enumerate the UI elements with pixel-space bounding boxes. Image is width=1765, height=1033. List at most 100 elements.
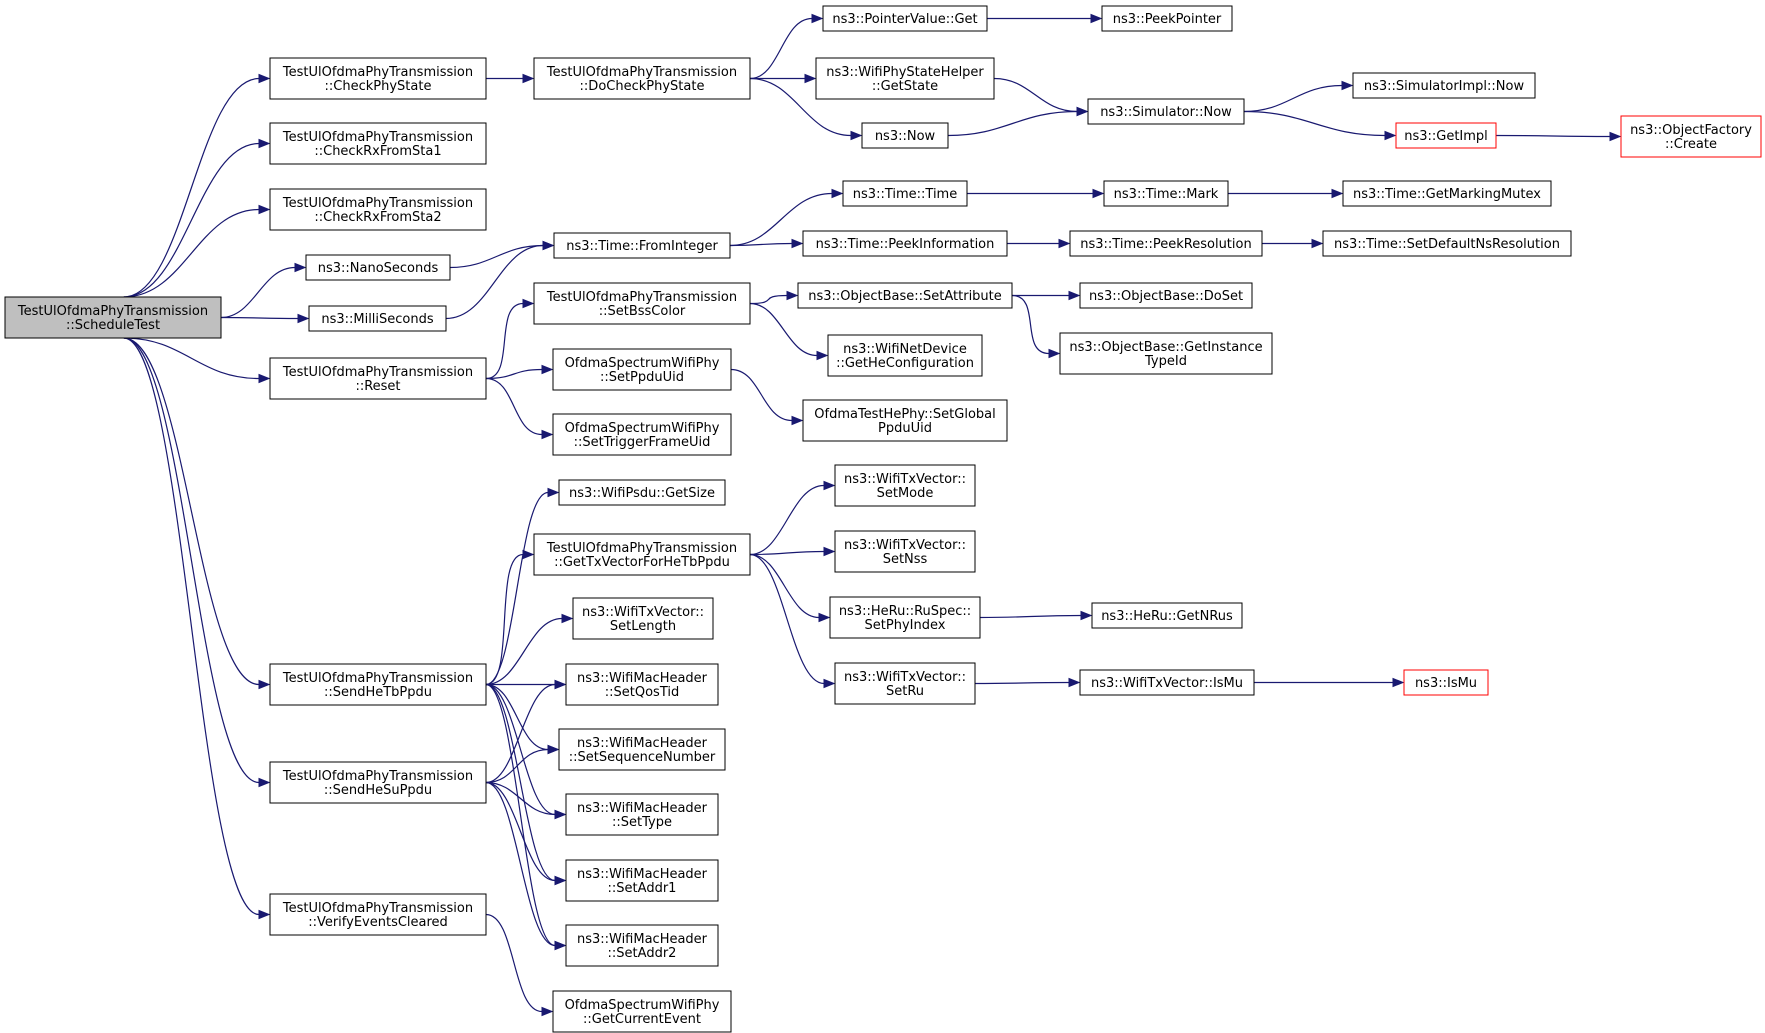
- node-box: [1101, 5, 1233, 32]
- node-box: [565, 859, 719, 902]
- node-peek-information[interactable]: ns3::Time::PeekInformation: [802, 230, 1008, 257]
- node-box: [802, 399, 1008, 442]
- node-check-rx2[interactable]: TestUlOfdmaPhyTransmission::CheckRxFromS…: [269, 188, 487, 231]
- node-label-line: TestUlOfdmaPhyTransmission: [17, 304, 208, 319]
- edge-send-he-su-to-set-type: [485, 781, 567, 820]
- node-sim-impl-now[interactable]: ns3::SimulatorImpl::Now: [1352, 72, 1536, 99]
- node-label-line: ::SetTriggerFrameUid: [574, 435, 711, 450]
- node-verify-events[interactable]: TestUlOfdmaPhyTransmission::VerifyEvents…: [269, 893, 487, 936]
- node-set-phy-index[interactable]: ns3::HeRu::RuSpec::SetPhyIndex: [829, 596, 981, 639]
- node-object-factory-create[interactable]: ns3::ObjectFactory::Create: [1620, 115, 1762, 158]
- node-do-check-phy-state[interactable]: TestUlOfdmaPhyTransmission::DoCheckPhySt…: [533, 57, 751, 100]
- node-label-line: OfdmaSpectrumWifiPhy: [565, 356, 720, 371]
- node-set-addr1[interactable]: ns3::WifiMacHeader::SetAddr1: [565, 859, 719, 902]
- node-box: [305, 254, 451, 281]
- node-simulator-now[interactable]: ns3::Simulator::Now: [1087, 98, 1245, 125]
- node-pointer-value-get[interactable]: ns3::PointerValue::Get: [822, 5, 988, 32]
- node-do-set[interactable]: ns3::ObjectBase::DoSet: [1079, 282, 1253, 309]
- node-label-line: ns3::ObjectBase::DoSet: [1089, 289, 1243, 304]
- node-box: [565, 663, 719, 706]
- node-box: [822, 5, 988, 32]
- node-label-line: TestUlOfdmaPhyTransmission: [282, 130, 473, 145]
- node-box: [269, 122, 487, 165]
- node-get-he-config[interactable]: ns3::WifiNetDevice::GetHeConfiguration: [827, 334, 983, 377]
- node-set-default-ns-res[interactable]: ns3::Time::SetDefaultNsResolution: [1322, 230, 1572, 257]
- node-label-line: ns3::WifiPhyStateHelper: [826, 65, 984, 80]
- node-box: [827, 334, 983, 377]
- node-set-type[interactable]: ns3::WifiMacHeader::SetType: [565, 793, 719, 836]
- node-label-line: ::Create: [1665, 137, 1717, 152]
- node-get-tx-vector[interactable]: TestUlOfdmaPhyTransmission::GetTxVectorF…: [533, 533, 751, 576]
- node-send-he-su[interactable]: TestUlOfdmaPhyTransmission::SendHeSuPpdu: [269, 761, 487, 804]
- node-set-addr2[interactable]: ns3::WifiMacHeader::SetAddr2: [565, 924, 719, 967]
- node-time-time[interactable]: ns3::Time::Time: [842, 180, 968, 207]
- node-label-line: ns3::HeRu::RuSpec::: [839, 604, 971, 619]
- node-milli-seconds[interactable]: ns3::MilliSeconds: [308, 305, 447, 332]
- node-from-integer[interactable]: ns3::Time::FromInteger: [553, 232, 731, 259]
- arrowhead: [554, 940, 567, 951]
- node-set-nss[interactable]: ns3::WifiTxVector::SetNss: [834, 530, 976, 573]
- node-label-line: ::SetBssColor: [599, 304, 686, 319]
- node-box: [558, 479, 726, 506]
- edge-send-he-su-to-set-addr1: [485, 781, 567, 886]
- edge-line: [749, 302, 818, 357]
- node-is-mu-method[interactable]: ns3::WifiTxVector::IsMu: [1079, 669, 1255, 696]
- node-set-seq-num[interactable]: ns3::WifiMacHeader::SetSequenceNumber: [558, 728, 726, 771]
- arrowhead: [1331, 188, 1344, 199]
- edge-milli-seconds-to-from-integer: [445, 240, 555, 320]
- arrowhead: [554, 809, 567, 820]
- node-set-ru[interactable]: ns3::WifiTxVector::SetRu: [834, 662, 976, 705]
- node-check-rx1[interactable]: TestUlOfdmaPhyTransmission::CheckRxFromS…: [269, 122, 487, 165]
- edge-line: [123, 208, 260, 298]
- arrowhead: [850, 130, 863, 141]
- node-set-bss-color[interactable]: TestUlOfdmaPhyTransmission::SetBssColor: [533, 282, 751, 325]
- edge-line: [123, 337, 260, 916]
- node-peek-pointer[interactable]: ns3::PeekPointer: [1101, 5, 1233, 32]
- edge-get-tx-vector-to-set-ru: [749, 553, 836, 689]
- node-label-line: ::VerifyEventsCleared: [308, 915, 448, 930]
- edge-peek-information-to-peek-resolution: [1006, 238, 1071, 249]
- node-get-impl[interactable]: ns3::GetImpl: [1395, 122, 1497, 149]
- node-get-current-event[interactable]: OfdmaSpectrumWifiPhy::GetCurrentEvent: [552, 990, 732, 1033]
- node-label-line: ns3::Time::Mark: [1114, 187, 1219, 202]
- node-box: [552, 348, 732, 391]
- node-is-mu[interactable]: ns3::IsMu: [1403, 669, 1489, 696]
- node-state-helper-get-state[interactable]: ns3::WifiPhyStateHelper::GetState: [815, 57, 995, 100]
- edge-get-tx-vector-to-set-nss: [749, 546, 836, 557]
- node-time-mark[interactable]: ns3::Time::Mark: [1103, 180, 1229, 207]
- node-set-attribute[interactable]: ns3::ObjectBase::SetAttribute: [797, 282, 1013, 309]
- node-reset[interactable]: TestUlOfdmaPhyTransmission::Reset: [269, 357, 487, 400]
- edge-send-he-su-to-set-seq-num: [485, 744, 560, 784]
- node-he-ru-get-nrus[interactable]: ns3::HeRu::GetNRus: [1091, 602, 1243, 629]
- node-set-length[interactable]: ns3::WifiTxVector::SetLength: [572, 597, 714, 640]
- node-root[interactable]: TestUlOfdmaPhyTransmission::ScheduleTest: [4, 296, 222, 339]
- node-psdu-get-size[interactable]: ns3::WifiPsdu::GetSize: [558, 479, 726, 506]
- node-nano-seconds[interactable]: ns3::NanoSeconds: [305, 254, 451, 281]
- node-set-trigger-frame-uid[interactable]: OfdmaSpectrumWifiPhy::SetTriggerFrameUid: [552, 413, 732, 456]
- edge-line: [449, 244, 544, 269]
- node-box: [1091, 602, 1243, 629]
- arrowhead: [823, 678, 836, 689]
- node-box: [815, 57, 995, 100]
- node-box: [572, 597, 714, 640]
- arrowhead: [522, 549, 535, 560]
- node-label-line: PpduUid: [878, 421, 932, 436]
- node-label-line: ::DoCheckPhyState: [580, 79, 705, 94]
- node-label-line: ns3::Time::PeekResolution: [1080, 237, 1251, 252]
- edge-line: [1495, 134, 1611, 138]
- node-check-phy-state[interactable]: TestUlOfdmaPhyTransmission::CheckPhyStat…: [269, 57, 487, 100]
- node-peek-resolution[interactable]: ns3::Time::PeekResolution: [1069, 230, 1263, 257]
- node-set-mode[interactable]: ns3::WifiTxVector::SetMode: [834, 464, 976, 507]
- node-set-qos-tid[interactable]: ns3::WifiMacHeader::SetQosTid: [565, 663, 719, 706]
- edge-line: [485, 781, 556, 816]
- arrowhead: [561, 613, 574, 624]
- node-now[interactable]: ns3::Now: [861, 122, 949, 149]
- edge-root-to-check-rx1: [123, 138, 271, 298]
- node-get-marking-mutex[interactable]: ns3::Time::GetMarkingMutex: [1342, 180, 1552, 207]
- node-set-ppdu-uid[interactable]: OfdmaSpectrumWifiPhy::SetPpduUid: [552, 348, 732, 391]
- node-send-he-tb[interactable]: TestUlOfdmaPhyTransmission::SendHeTbPpdu: [269, 663, 487, 706]
- edge-line: [485, 491, 549, 686]
- node-box: [533, 57, 751, 100]
